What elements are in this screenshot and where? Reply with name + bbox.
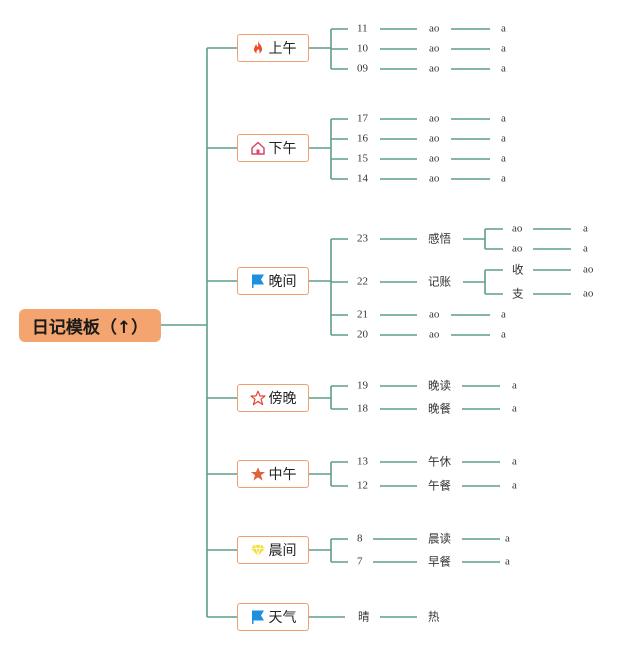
star-outline-icon [249,390,266,406]
time-label[interactable]: 22 [357,275,368,288]
entry-end[interactable]: a [512,455,517,468]
entry-value[interactable]: ao [429,62,440,75]
entry-value[interactable]: 午休 [428,454,451,469]
branch-node-4[interactable]: 中午 [237,460,309,488]
entry-end[interactable]: a [501,328,506,341]
branch-label: 傍晚 [268,391,297,407]
time-label[interactable]: 晴 [358,609,370,624]
entry-value[interactable]: ao [429,42,440,55]
sub-entry-label[interactable]: ao [512,242,523,255]
flag-icon [250,609,266,625]
time-label[interactable]: 16 [357,132,368,145]
branch-node-3[interactable]: 傍晚 [237,384,309,412]
entry-value[interactable]: 感悟 [428,231,451,246]
entry-value[interactable]: 午餐 [428,478,451,493]
flag-icon [250,273,266,289]
branch-node-1[interactable]: 下午 [237,134,309,162]
branch-node-6[interactable]: 天气 [237,603,309,631]
branch-label: 晨间 [268,543,297,559]
entry-end[interactable]: a [501,62,506,75]
entry-end[interactable]: a [512,379,517,392]
entry-end[interactable]: a [501,132,506,145]
entry-end[interactable]: a [501,308,506,321]
entry-end[interactable]: a [512,402,517,415]
entry-end[interactable]: a [505,555,510,568]
entry-end[interactable]: a [512,479,517,492]
entry-value[interactable]: ao [429,152,440,165]
time-label[interactable]: 21 [357,308,368,321]
branch-node-2[interactable]: 晚间 [237,267,309,295]
sub-entry-label[interactable]: 支 [512,286,524,301]
branch-label: 上午 [268,41,297,57]
time-label[interactable]: 10 [357,42,368,55]
time-label[interactable]: 15 [357,152,368,165]
entry-end[interactable]: a [501,112,506,125]
branch-label: 晚间 [268,274,297,290]
entry-value[interactable]: 记账 [428,274,451,289]
star-icon [250,466,266,482]
time-label[interactable]: 17 [357,112,368,125]
fire-icon [250,40,266,56]
time-label[interactable]: 8 [357,532,363,545]
sub-entry-end[interactable]: a [583,222,588,235]
sub-entry-end[interactable]: a [583,242,588,255]
entry-value[interactable]: ao [429,172,440,185]
root-label: 日记模板（↑） [31,318,149,338]
entry-value[interactable]: 热 [428,609,440,624]
branch-node-5[interactable]: 晨间 [237,536,309,564]
time-label[interactable]: 09 [357,62,368,75]
sub-entry-label[interactable]: 收 [512,262,524,277]
time-label[interactable]: 12 [357,479,368,492]
entry-value[interactable]: ao [429,308,440,321]
entry-end[interactable]: a [501,42,506,55]
entry-value[interactable]: 晚读 [428,378,451,393]
branch-node-0[interactable]: 上午 [237,34,309,62]
entry-value[interactable]: ao [429,328,440,341]
sub-entry-end[interactable]: ao [583,287,594,300]
entry-end[interactable]: a [501,172,506,185]
time-label[interactable]: 18 [357,402,368,415]
entry-value[interactable]: 早餐 [428,554,451,569]
time-label[interactable]: 23 [357,232,368,245]
time-label[interactable]: 20 [357,328,368,341]
entry-end[interactable]: a [501,22,506,35]
sub-entry-label[interactable]: ao [512,222,523,235]
time-label[interactable]: 7 [357,555,363,568]
branch-label: 天气 [268,610,297,626]
entry-value[interactable]: 晨读 [428,531,451,546]
time-label[interactable]: 11 [357,22,368,35]
diamond-icon [250,542,266,558]
entry-value[interactable]: ao [429,22,440,35]
sub-entry-end[interactable]: ao [583,263,594,276]
time-label[interactable]: 13 [357,455,368,468]
home-icon [250,140,266,156]
time-label[interactable]: 19 [357,379,368,392]
branch-label: 下午 [268,141,297,157]
root-node[interactable]: 日记模板（↑） [19,309,161,342]
entry-value[interactable]: 晚餐 [428,401,451,416]
entry-end[interactable]: a [505,532,510,545]
entry-value[interactable]: ao [429,112,440,125]
branch-label: 中午 [268,467,297,483]
entry-end[interactable]: a [501,152,506,165]
entry-value[interactable]: ao [429,132,440,145]
time-label[interactable]: 14 [357,172,368,185]
